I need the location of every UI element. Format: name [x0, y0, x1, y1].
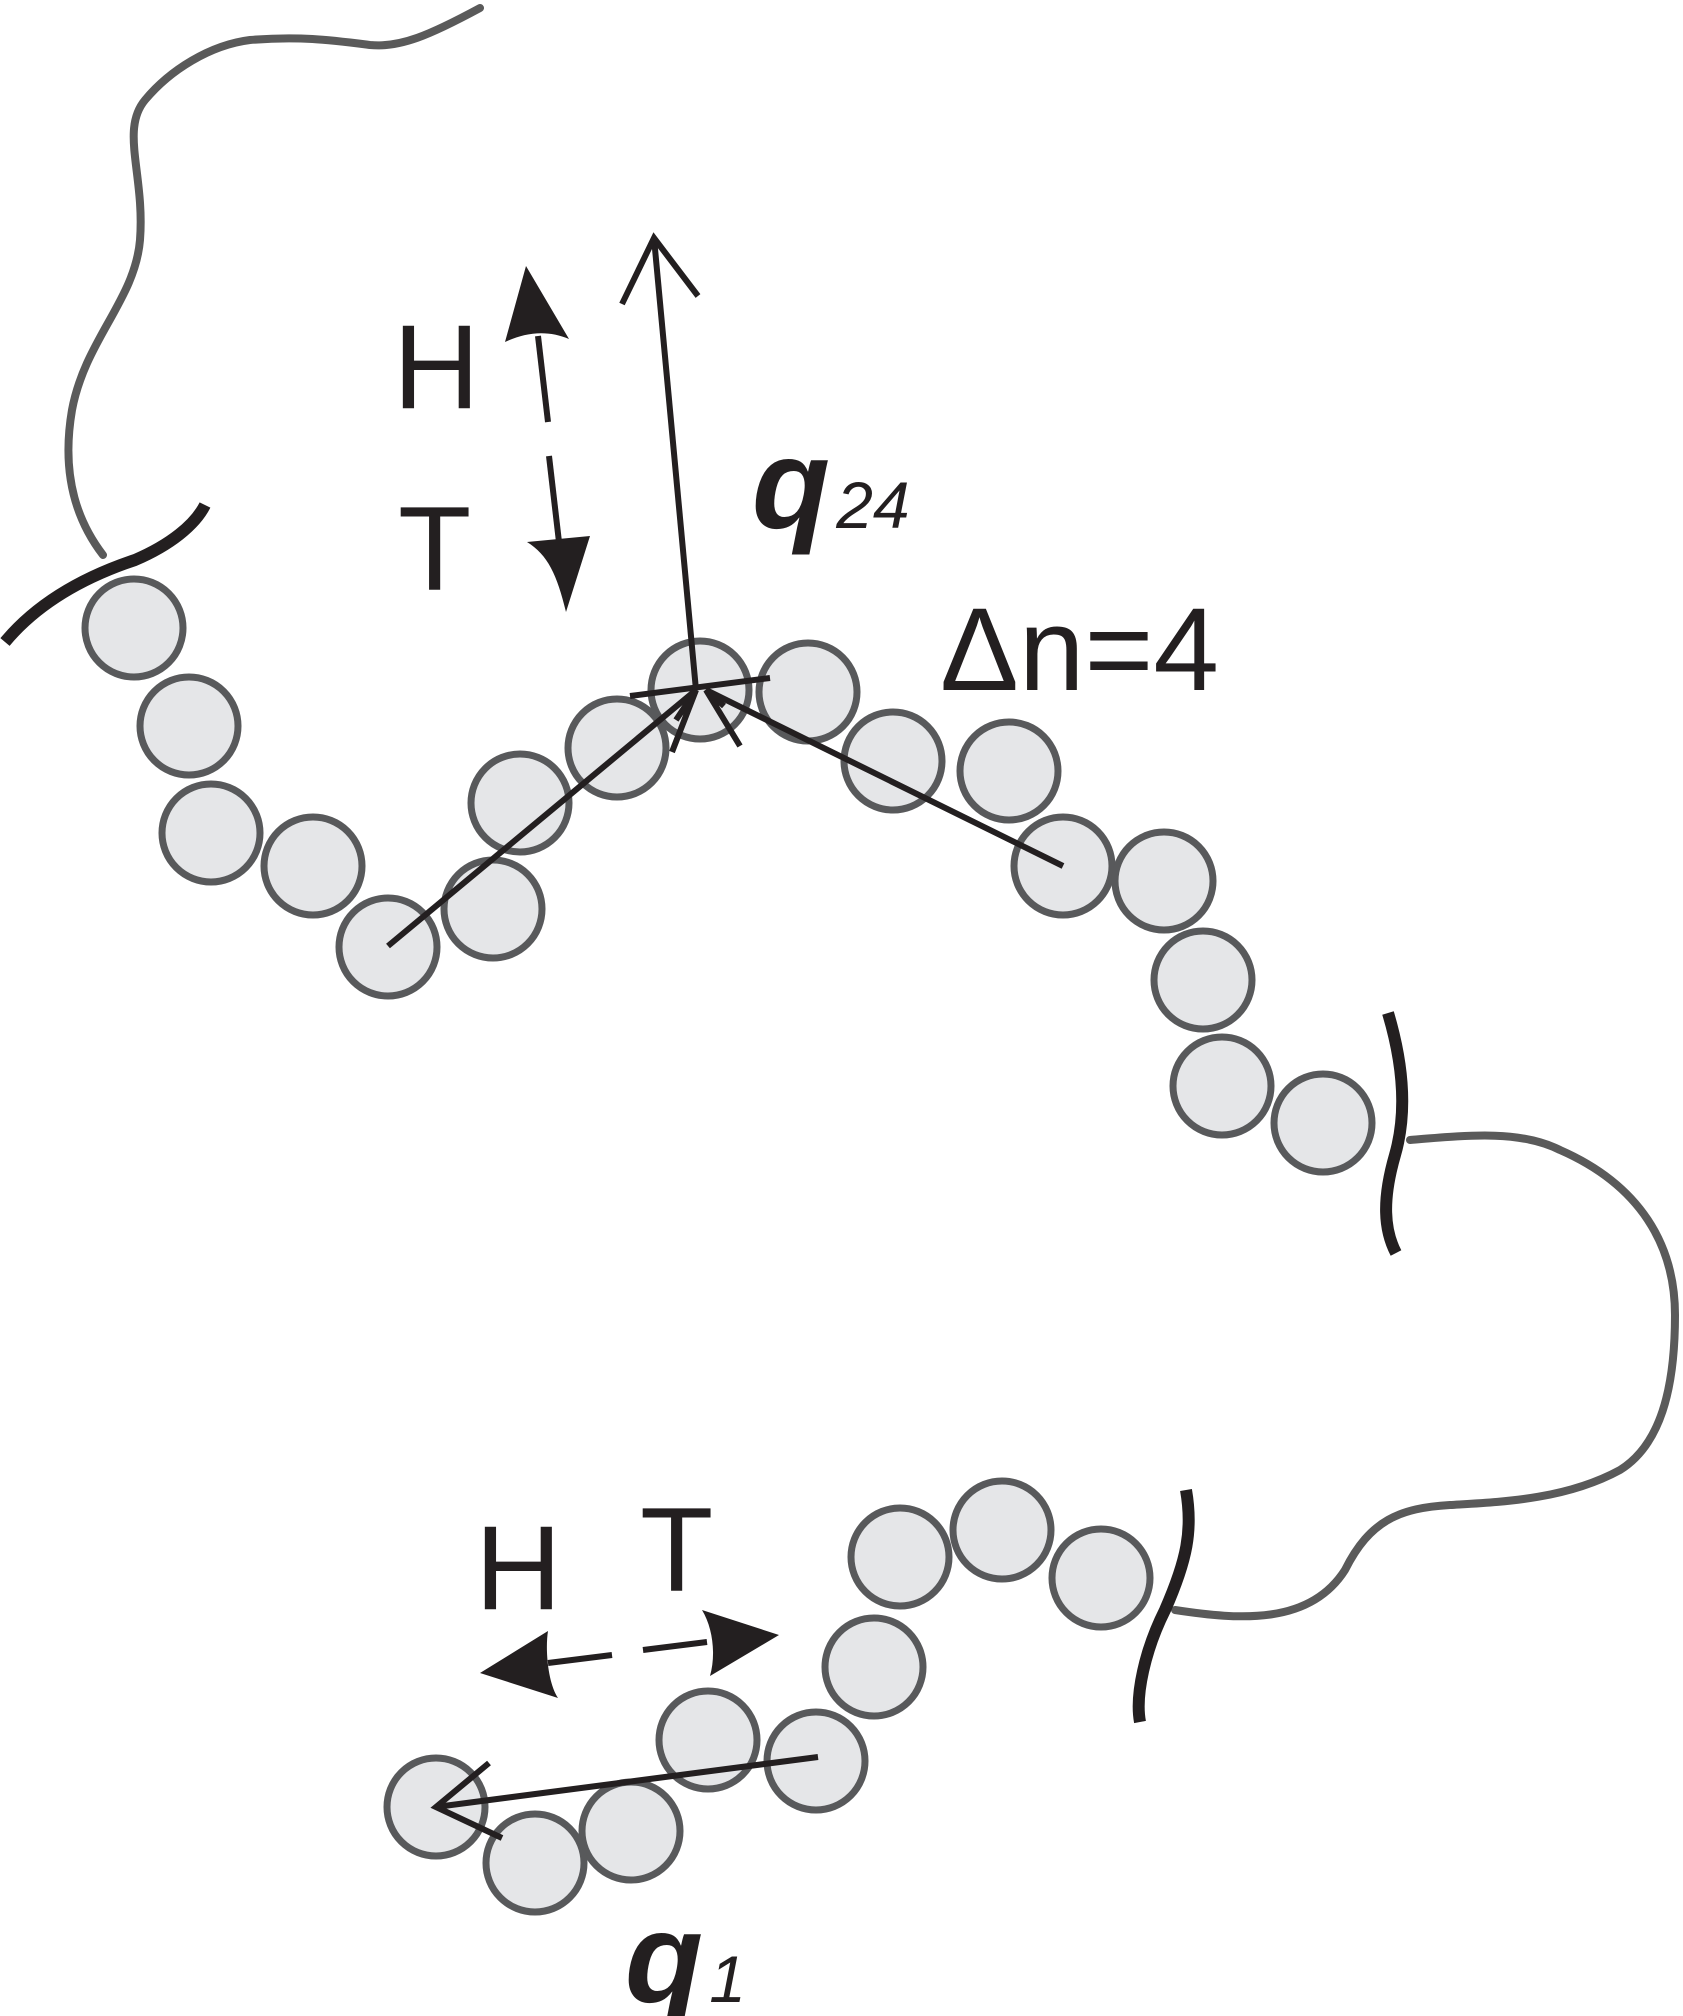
bead [1270, 1070, 1376, 1176]
bead [335, 894, 441, 1000]
vector-to-center-right [704, 687, 1065, 869]
q1-symbol: q [625, 1887, 703, 2016]
chain-tail-top-left [64, 4, 484, 559]
top-tail-label: T [398, 482, 471, 616]
chain-break-mark-top-left [0, 502, 211, 646]
top-head-label: H [393, 300, 480, 434]
head-direction-shaft-bottom [547, 1652, 613, 1666]
q24-construction-vectors [386, 232, 1065, 949]
bead [136, 673, 242, 779]
q1-arrowhead [430, 1760, 504, 1841]
q24-vector [651, 237, 699, 691]
q24-arrowhead [619, 232, 701, 306]
bead [440, 856, 546, 962]
q24-symbol: q [752, 413, 830, 556]
q1-subscript: 1 [709, 1942, 746, 2016]
delta-n-label: Δn=4 [940, 584, 1219, 716]
tail-direction-shaft [546, 455, 562, 543]
head-arrowhead [505, 266, 569, 342]
bottom-polarity-arrows [480, 1610, 779, 1698]
chain-tail-right [1171, 1131, 1680, 1621]
bead [260, 813, 366, 919]
lower-helix-beads [383, 1477, 1154, 1916]
q24-label: q24 [752, 413, 910, 556]
chain-break-mark-right [1380, 1011, 1409, 1256]
bead [655, 1687, 761, 1793]
bead [1048, 1525, 1154, 1631]
vector-to-center-left [386, 687, 698, 949]
bottom-tail-label: T [640, 1483, 713, 1617]
bead [1150, 927, 1256, 1033]
bead [847, 1504, 953, 1610]
tail-direction-shaft-bottom [642, 1639, 708, 1653]
bead [956, 718, 1062, 824]
bead [1169, 1033, 1275, 1139]
bead [578, 1778, 684, 1884]
q1-label: q1 [625, 1887, 746, 2016]
cross-vector [629, 675, 771, 699]
q1-vector [435, 1754, 819, 1810]
bead [949, 1477, 1055, 1583]
bead [467, 750, 573, 856]
head-direction-shaft [535, 335, 551, 423]
tail-arrowhead [527, 536, 590, 612]
bead [482, 1810, 588, 1916]
top-polarity-arrows [505, 266, 590, 612]
bead [1111, 828, 1217, 934]
bead [158, 780, 264, 886]
bottom-head-label: H [475, 1501, 562, 1635]
bead [840, 708, 946, 814]
bead [81, 575, 187, 681]
chain-break-mark-bottom [1132, 1488, 1195, 1724]
q24-subscript: 24 [835, 468, 909, 542]
arrowhead-right-open [703, 687, 743, 748]
head-arrowhead-bottom [480, 1631, 558, 1698]
tail-arrowhead-bottom [702, 1610, 779, 1676]
bead [821, 1614, 927, 1720]
q1-vector-group [430, 1754, 819, 1841]
